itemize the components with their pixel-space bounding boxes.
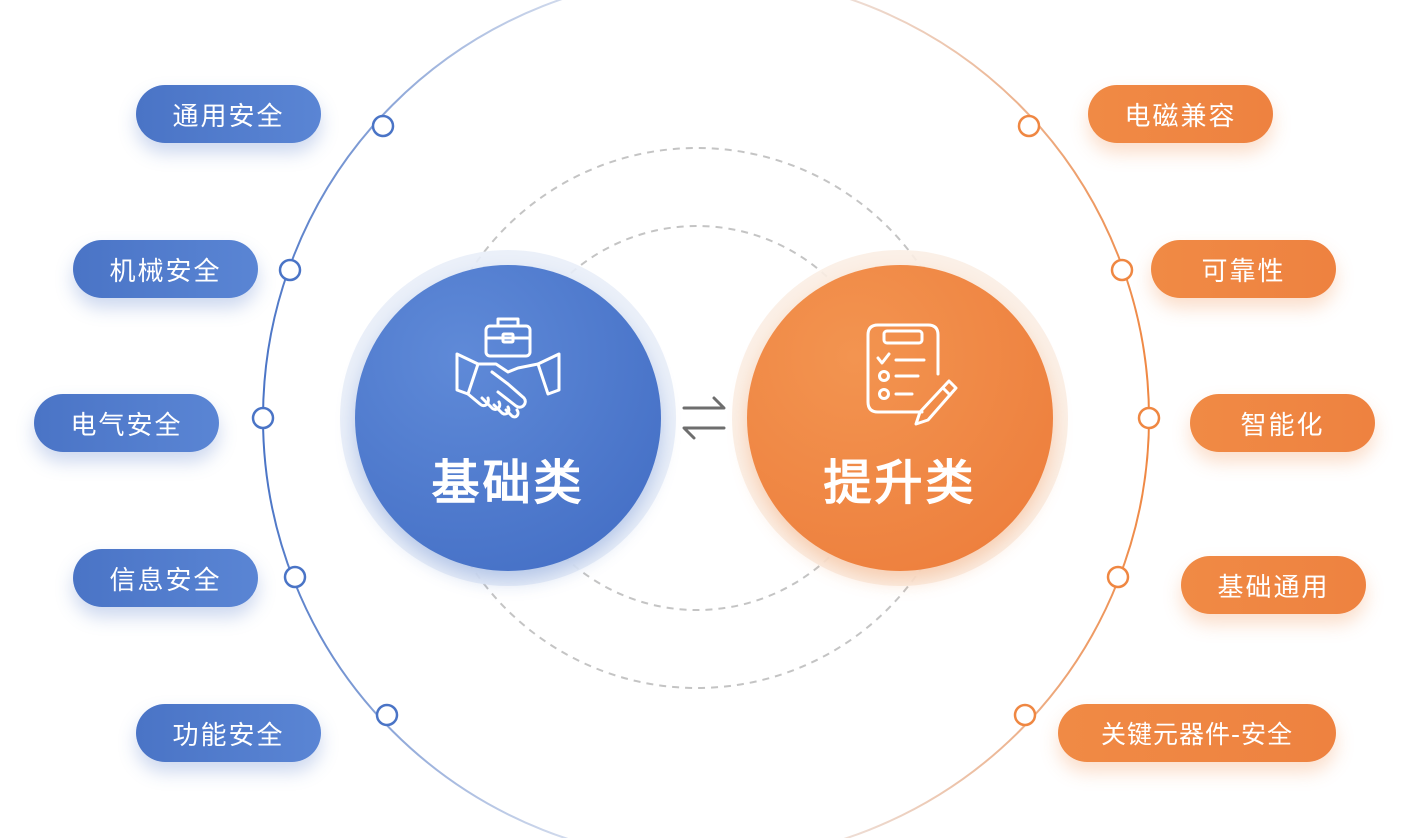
right-pill-3: 智能化 [1190, 394, 1375, 452]
right-hub-label: 提升类 [823, 455, 977, 511]
left-pill-3: 电气安全 [34, 394, 219, 452]
right-hub-circle [747, 265, 1053, 571]
right-pill-5: 关键元器件-安全 [1058, 704, 1336, 762]
exchange-arrows-icon [682, 396, 726, 440]
left-hub-label: 基础类 [431, 455, 585, 511]
left-pill-2: 机械安全 [73, 240, 258, 298]
left-hub-circle [355, 265, 661, 571]
right-pill-1: 电磁兼容 [1088, 85, 1273, 143]
left-pill-5: 功能安全 [136, 704, 321, 762]
right-pill-4: 基础通用 [1181, 556, 1366, 614]
left-pill-1: 通用安全 [136, 85, 321, 143]
clipboard-checklist-pencil-icon [866, 323, 958, 426]
handshake-briefcase-icon [455, 317, 561, 419]
right-pill-2: 可靠性 [1151, 240, 1336, 298]
left-pill-4: 信息安全 [73, 549, 258, 607]
